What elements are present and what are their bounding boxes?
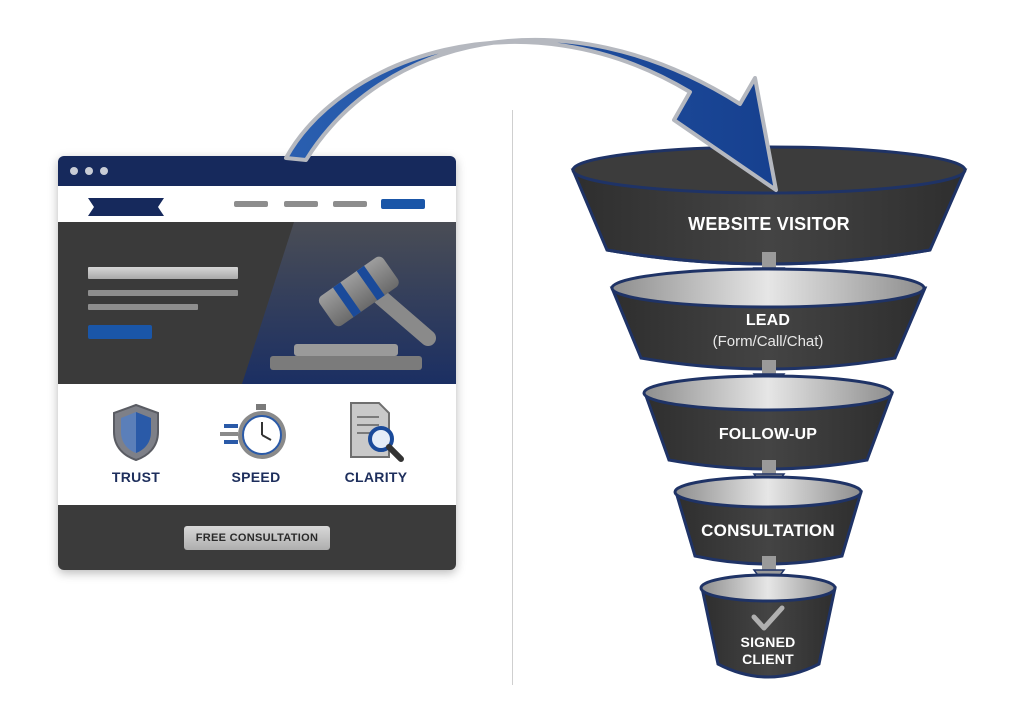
- stage-label: CONSULTATION: [701, 521, 835, 541]
- funnel-stage-follow-up: [644, 376, 892, 469]
- stage-label: LEAD: [746, 312, 790, 330]
- stage-sublabel: (Form/Call/Chat): [713, 333, 824, 350]
- stage-label: SIGNED CLIENT: [733, 634, 803, 668]
- funnel-stage-website-visitor: [573, 147, 965, 264]
- stage-label: WEBSITE VISITOR: [688, 214, 850, 235]
- stage-label: FOLLOW-UP: [719, 426, 817, 444]
